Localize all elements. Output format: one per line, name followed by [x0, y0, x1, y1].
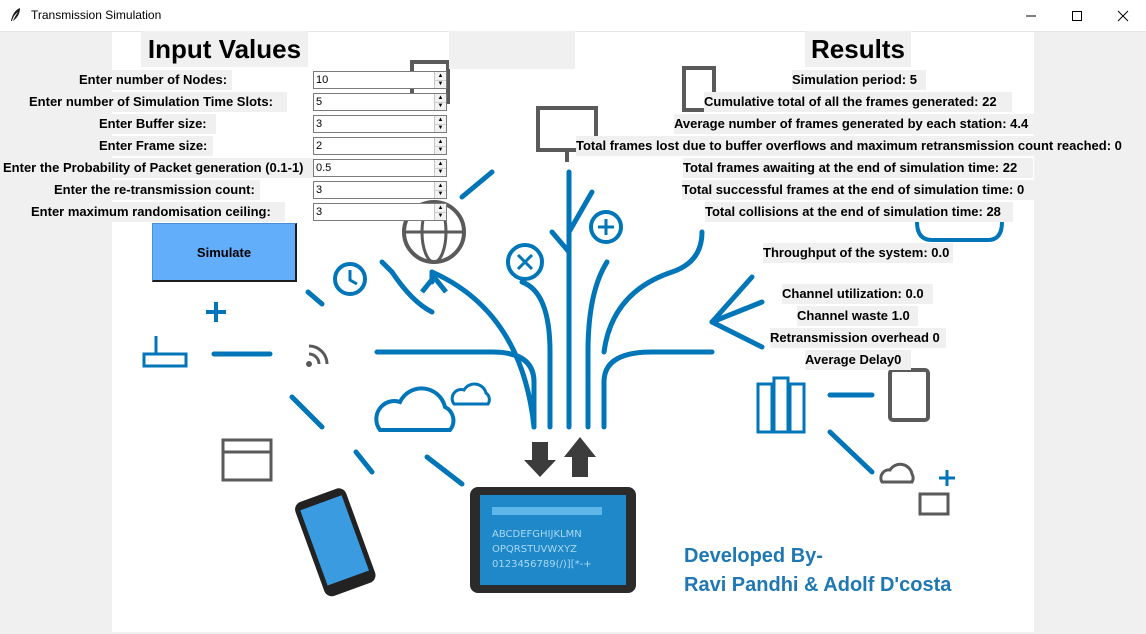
nodes-input[interactable]: [314, 72, 436, 88]
spin-down-icon[interactable]: ▼: [437, 191, 444, 197]
frame-size-input[interactable]: [314, 138, 436, 154]
spin-up-icon[interactable]: ▲: [435, 72, 446, 81]
top-blank-panel: [449, 31, 575, 69]
spin-down-icon[interactable]: ▼: [437, 213, 444, 219]
tablet-text-1: ABCDEFGHIJKLMN: [492, 529, 582, 540]
maximize-button[interactable]: [1054, 0, 1100, 31]
frame-size-spinbox[interactable]: ▲▼: [313, 137, 447, 155]
network-illustration: ABCDEFGHIJKLMN OPQRSTUVWXYZ 0123456789(/…: [142, 60, 1004, 597]
result-frames-lost: Total frames lost due to buffer overflow…: [576, 136, 1142, 156]
spin-up-icon[interactable]: ▲: [435, 182, 446, 191]
simulate-button[interactable]: Simulate: [152, 223, 297, 282]
randomisation-ceiling-spinbox[interactable]: ▲▼: [313, 203, 447, 221]
result-total-collisions: Total collisions at the end of simulatio…: [705, 202, 1013, 222]
tablet-text-2: OPQRSTUVWXYZ: [492, 544, 577, 555]
buffer-size-spinbox[interactable]: ▲▼: [313, 115, 447, 133]
spin-down-icon[interactable]: ▼: [437, 147, 444, 153]
result-channel-utilization: Channel utilization: 0.0: [782, 284, 933, 304]
result-average-frames: Average number of frames generated by ea…: [674, 114, 1042, 134]
result-total-frames-generated: Cumulative total of all the frames gener…: [704, 92, 1012, 112]
result-throughput: Throughput of the system: 0.0: [763, 243, 953, 263]
spin-up-icon[interactable]: ▲: [435, 204, 446, 213]
window-title: Transmission Simulation: [31, 8, 162, 22]
results-heading: Results: [805, 31, 911, 67]
feather-icon: [11, 8, 20, 21]
credits-title: Developed By-: [684, 545, 823, 567]
buffer-size-input[interactable]: [314, 116, 436, 132]
time-slots-label: Enter number of Simulation Time Slots:: [29, 92, 287, 112]
frame-size-label: Enter Frame size:: [99, 136, 213, 156]
spin-down-icon[interactable]: ▼: [437, 103, 444, 109]
spin-down-icon[interactable]: ▼: [437, 81, 444, 87]
result-average-delay: Average Delay0: [805, 350, 911, 370]
probability-input[interactable]: [314, 160, 436, 176]
title-bar: Transmission Simulation: [0, 0, 1146, 32]
buffer-size-label: Enter Buffer size:: [99, 114, 216, 134]
result-channel-waste: Channel waste 1.0: [797, 306, 918, 326]
credits-authors: Ravi Pandhi & Adolf D'costa: [684, 574, 952, 596]
nodes-spinbox[interactable]: ▲▼: [313, 71, 447, 89]
result-successful-frames: Total successful frames at the end of si…: [682, 180, 1034, 200]
spin-up-icon[interactable]: ▲: [435, 116, 446, 125]
probability-spinbox[interactable]: ▲▼: [313, 159, 447, 177]
retransmission-count-label: Enter the re-transmission count:: [54, 180, 260, 200]
retransmission-count-spinbox[interactable]: ▲▼: [313, 181, 447, 199]
maximize-icon: [1072, 10, 1082, 21]
spin-up-icon[interactable]: ▲: [435, 94, 446, 103]
randomisation-ceiling-label: Enter maximum randomisation ceiling:: [31, 202, 285, 222]
spin-up-icon[interactable]: ▲: [435, 160, 446, 169]
input-heading: Input Values: [141, 31, 308, 67]
result-frames-awaiting: Total frames awaiting at the end of simu…: [683, 158, 1033, 178]
nodes-label: Enter number of Nodes:: [79, 70, 232, 90]
spin-up-icon[interactable]: ▲: [435, 138, 446, 147]
retransmission-count-input[interactable]: [314, 182, 436, 198]
probability-label: Enter the Probability of Packet generati…: [3, 158, 314, 178]
result-simulation-period: Simulation period: 5: [792, 70, 926, 90]
tablet-text-3: 0123456789(/)][*-+: [492, 559, 592, 570]
minimize-icon: [1026, 15, 1036, 16]
time-slots-spinbox[interactable]: ▲▼: [313, 93, 447, 111]
time-slots-input[interactable]: [314, 94, 436, 110]
minimize-button[interactable]: [1008, 0, 1054, 31]
close-button[interactable]: [1100, 0, 1146, 31]
randomisation-ceiling-input[interactable]: [314, 204, 436, 220]
spin-down-icon[interactable]: ▼: [437, 169, 444, 175]
close-icon: [1117, 10, 1129, 21]
spin-down-icon[interactable]: ▼: [437, 125, 444, 131]
result-retransmission-overhead: Retransmission overhead 0: [770, 328, 946, 348]
